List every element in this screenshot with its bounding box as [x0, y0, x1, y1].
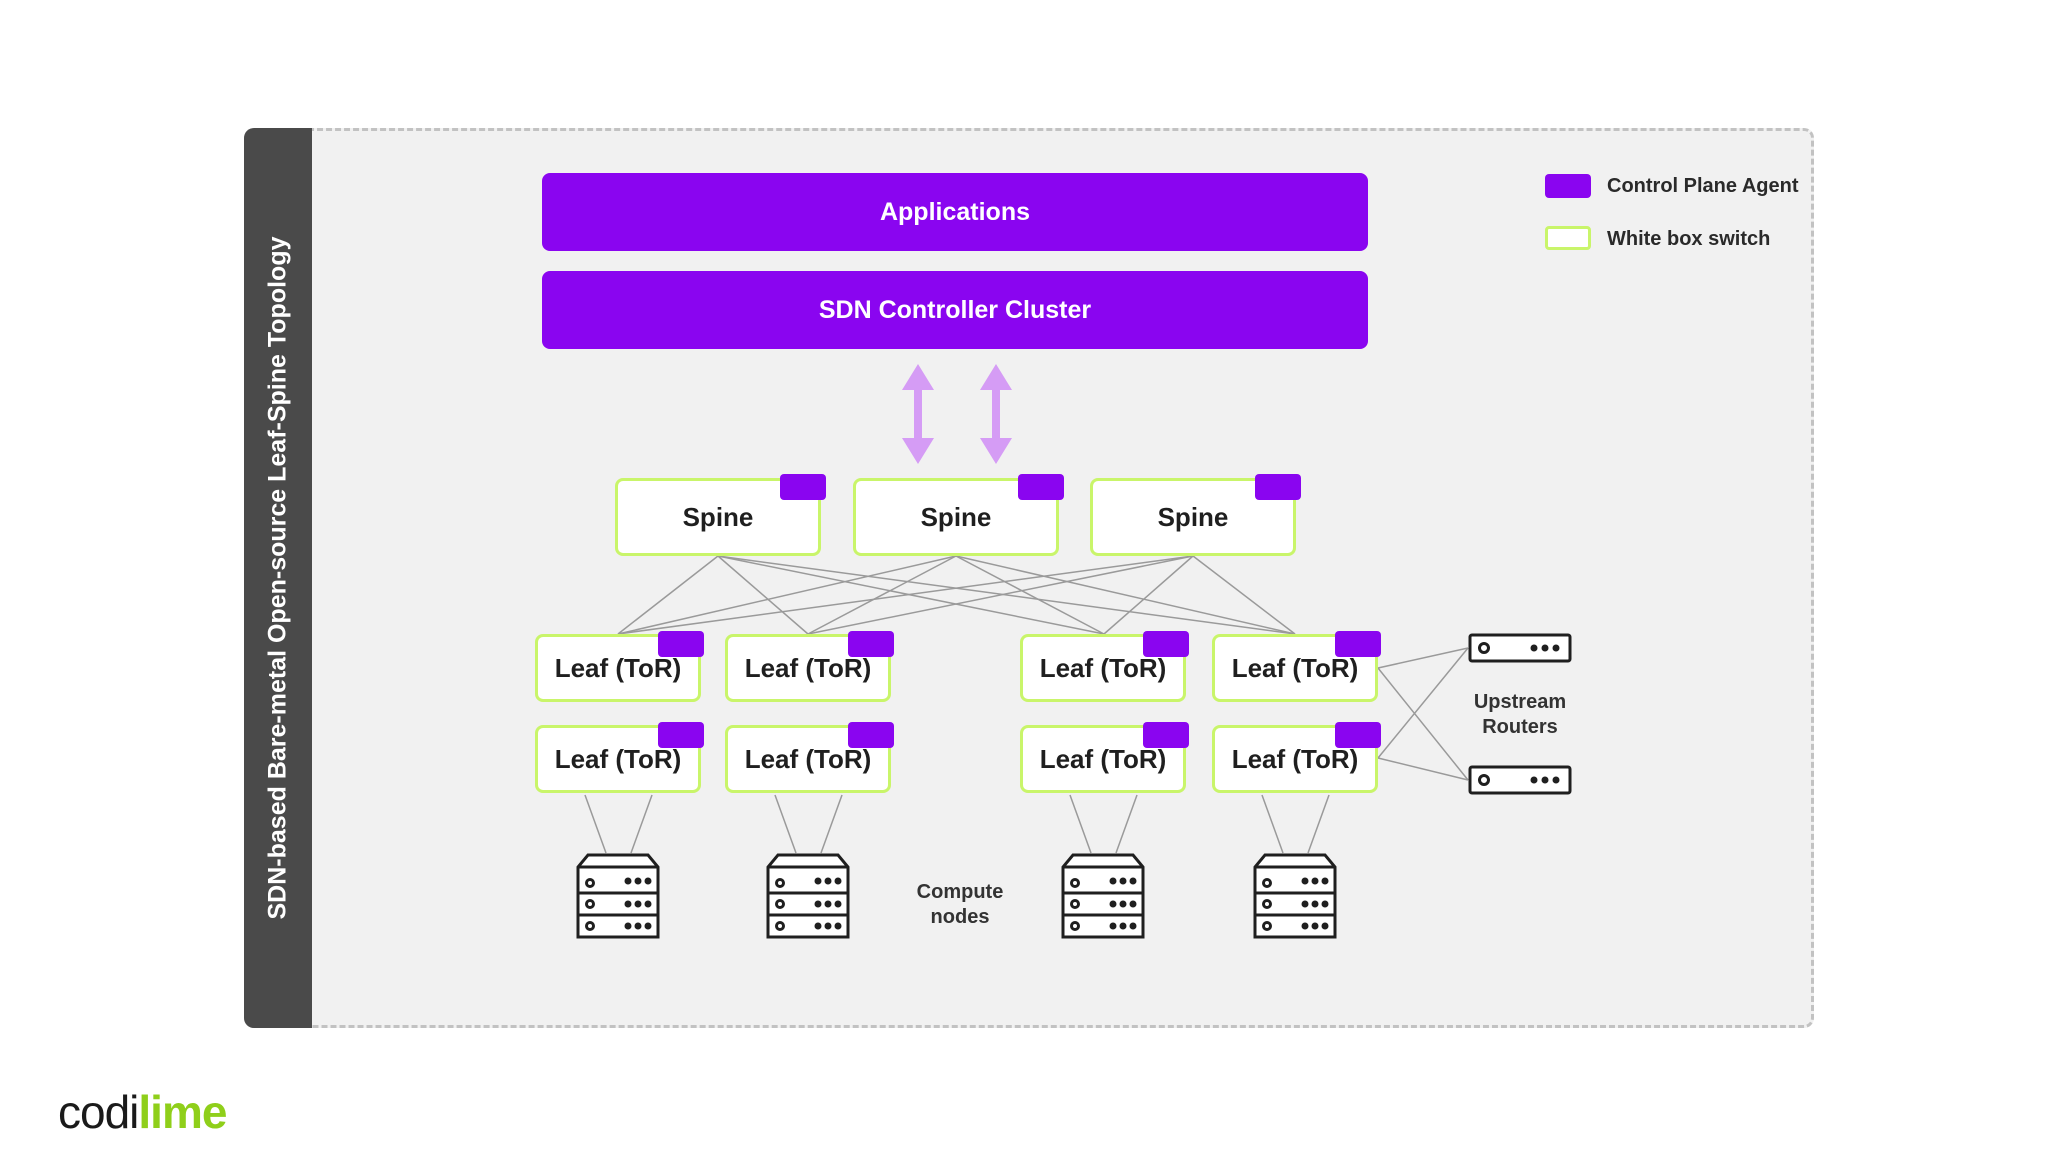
control-plane-agent-badge: [1335, 631, 1381, 657]
legend-switch-label: White box switch: [1607, 228, 1771, 250]
leaf-label: Leaf (ToR): [1039, 743, 1167, 774]
spine-switch: Spine: [615, 478, 821, 556]
leaf-label: Leaf (ToR): [1231, 743, 1359, 774]
codilime-logo: codilime: [58, 1086, 227, 1138]
control-plane-agent-badge: [1143, 631, 1189, 657]
compute-nodes-label: Compute nodes: [916, 881, 1004, 928]
sdn-controller-bar: SDN Controller Cluster: [542, 271, 1368, 349]
legend-agent-swatch: [1545, 174, 1591, 198]
server-icon: [1061, 853, 1145, 939]
control-plane-agent-badge: [780, 474, 826, 500]
spine-switch: Spine: [1090, 478, 1296, 556]
spine-label: Spine: [682, 501, 754, 532]
control-plane-agent-badge: [658, 722, 704, 748]
double-arrow-icon: [980, 364, 1012, 464]
control-plane-agent-badge: [1018, 474, 1064, 500]
leaf-label: Leaf (ToR): [554, 743, 682, 774]
control-plane-agent-badge: [848, 722, 894, 748]
control-plane-agent-badge: [848, 631, 894, 657]
server-icon: [1253, 853, 1337, 939]
double-arrow-icon: [902, 364, 934, 464]
upstream-routers-label: Upstream Routers: [1473, 691, 1567, 738]
leaf-label: Leaf (ToR): [1231, 652, 1359, 683]
router-icon: [1468, 633, 1572, 663]
control-plane-agent-badge: [1335, 722, 1381, 748]
server-icon: [576, 853, 660, 939]
control-plane-agent-badge: [1143, 722, 1189, 748]
legend-agent-label: Control Plane Agent: [1607, 175, 1799, 197]
leaf-label: Leaf (ToR): [744, 743, 872, 774]
leaf-label: Leaf (ToR): [554, 652, 682, 683]
leaf-label: Leaf (ToR): [744, 652, 872, 683]
control-plane-agent-badge: [658, 631, 704, 657]
server-icon: [766, 853, 850, 939]
control-plane-agent-badge: [1255, 474, 1301, 500]
side-title-bar: [244, 128, 312, 1028]
leaf-label: Leaf (ToR): [1039, 652, 1167, 683]
spine-label: Spine: [920, 501, 992, 532]
legend-switch-swatch: [1545, 226, 1591, 250]
applications-bar: Applications: [542, 173, 1368, 251]
router-icon: [1468, 765, 1572, 795]
leaf-switch: Leaf (ToR): [725, 634, 891, 702]
spine-label: Spine: [1157, 501, 1229, 532]
